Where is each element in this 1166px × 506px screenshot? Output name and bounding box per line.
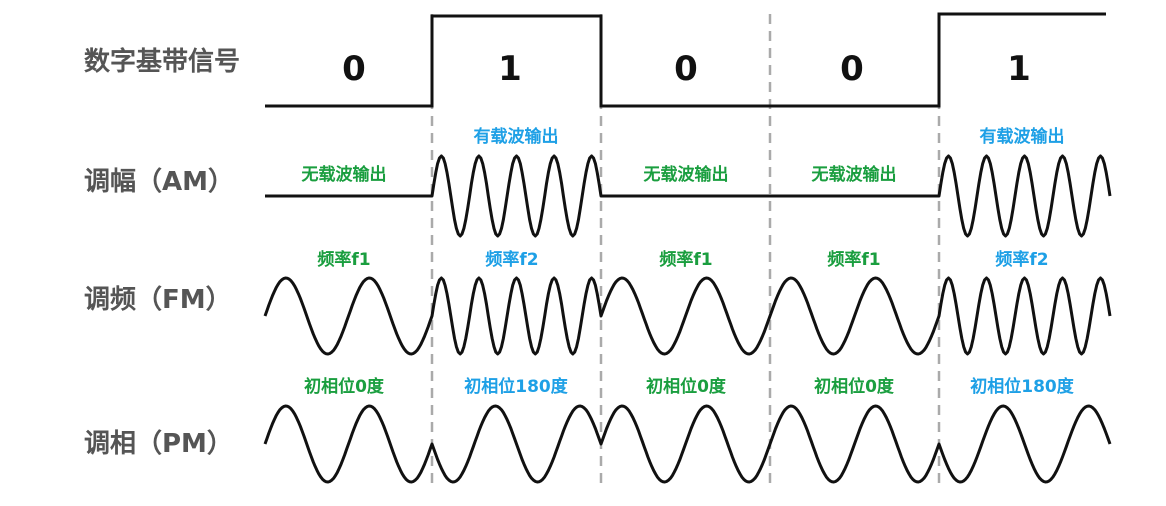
am-label-seg-4: 无载波输出 xyxy=(811,164,897,185)
fm-label-seg-5: 频率f2 xyxy=(995,249,1048,270)
am-waveform xyxy=(265,154,1112,238)
am-label-seg-1: 无载波输出 xyxy=(301,164,387,185)
row-label-pm: 调相（PM） xyxy=(84,429,233,459)
row-label-am: 调幅（AM） xyxy=(84,167,234,197)
fm-label-seg-4: 频率f1 xyxy=(827,249,880,270)
fm-waveform xyxy=(263,276,1112,356)
pm-label-seg-1: 初相位0度 xyxy=(304,376,385,397)
pm-waveform xyxy=(263,404,1112,484)
bit-value-4: 0 xyxy=(840,49,864,89)
bit-value-5: 1 xyxy=(1007,49,1031,89)
row-label-digital: 数字基带信号 xyxy=(84,46,240,77)
am-label-seg-5: 有载波输出 xyxy=(980,126,1065,147)
pm-label-seg-2: 初相位180度 xyxy=(464,376,568,397)
segment-dividers xyxy=(430,14,941,490)
fm-label-seg-2: 频率f2 xyxy=(485,249,538,270)
bit-value-3: 0 xyxy=(674,49,698,89)
pm-label-seg-3: 初相位0度 xyxy=(646,376,727,397)
row-label-fm: 调频（FM） xyxy=(84,285,232,315)
fm-label-seg-3: 频率f1 xyxy=(659,249,712,270)
digital-signal-line xyxy=(265,12,1106,108)
bit-value-1: 0 xyxy=(342,49,366,89)
bit-value-2: 1 xyxy=(498,49,522,89)
pm-label-seg-4: 初相位0度 xyxy=(814,376,895,397)
fm-label-seg-1: 频率f1 xyxy=(317,249,370,270)
am-label-seg-3: 无载波输出 xyxy=(643,164,729,185)
pm-label-seg-5: 初相位180度 xyxy=(970,376,1074,397)
am-label-seg-2: 有载波输出 xyxy=(474,126,559,147)
